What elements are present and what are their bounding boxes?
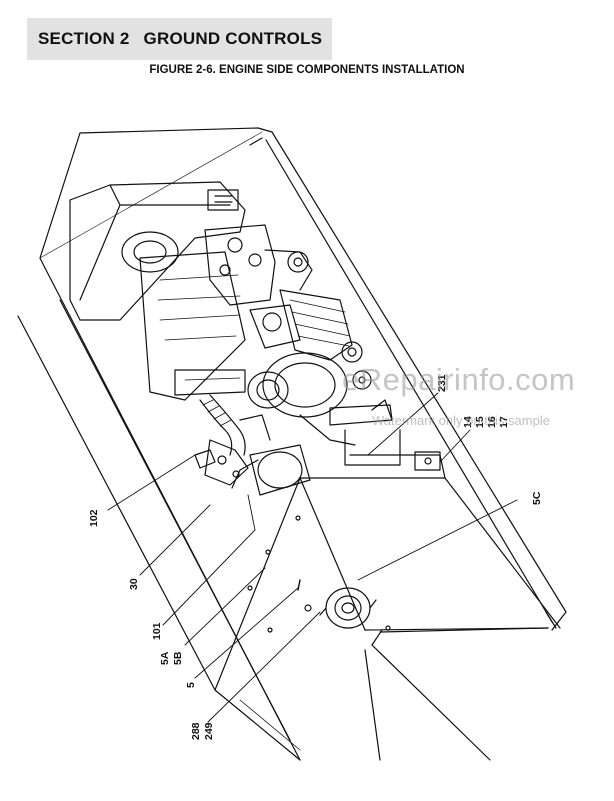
coupler-assembly (247, 515, 391, 633)
callout-231: 231 (436, 374, 448, 392)
side-plate (214, 477, 561, 761)
section-header: SECTION 2 GROUND CONTROLS (27, 18, 332, 60)
leader-lines (107, 392, 518, 723)
callout-5a: 5A (159, 651, 171, 665)
callout-30: 30 (128, 578, 140, 590)
accessory-cluster (204, 224, 313, 349)
callout-5b: 5B (172, 651, 184, 665)
watermark-brand: eRepairinfo.com (342, 362, 576, 397)
callout-15: 15 (474, 416, 486, 428)
callout-labels: 231 14 15 16 17 5C 102 30 101 5A 5B 5 28… (88, 374, 543, 740)
callout-288: 288 (190, 722, 202, 740)
hose-assembly (199, 394, 271, 456)
cooling-housing (279, 289, 363, 363)
section-name: GROUND CONTROLS (143, 29, 323, 48)
figure-title: FIGURE 2-6. ENGINE SIDE COMPONENTS INSTA… (149, 64, 465, 76)
callout-5: 5 (185, 682, 197, 688)
callout-16: 16 (486, 416, 498, 428)
callout-101: 101 (151, 622, 163, 640)
callout-249: 249 (203, 722, 215, 740)
hydraulic-pump (194, 439, 311, 496)
frame-rails (17, 127, 567, 761)
callout-102: 102 (88, 509, 100, 527)
engine-block (69, 181, 246, 401)
cross-bar (344, 399, 446, 479)
callout-17: 17 (498, 416, 510, 428)
callout-14: 14 (462, 416, 474, 428)
callout-5c: 5C (531, 491, 543, 505)
section-number: SECTION 2 (38, 29, 130, 48)
watermark-note: Watermark only on this sample (372, 413, 550, 428)
